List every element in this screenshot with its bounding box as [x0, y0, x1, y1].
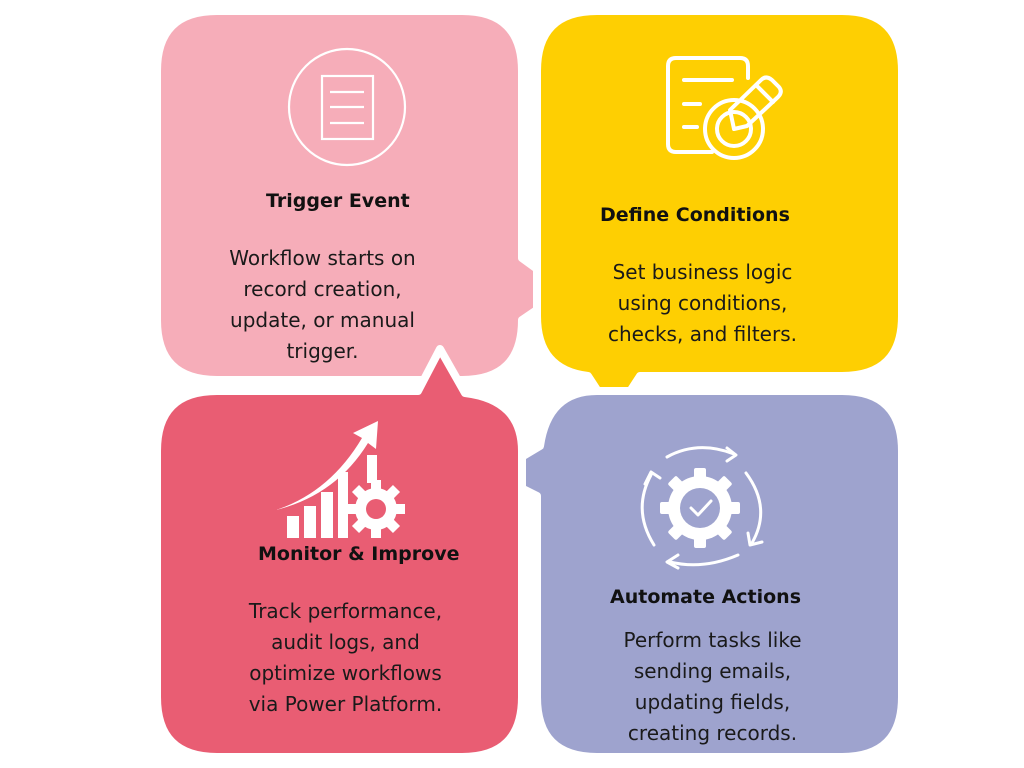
description-line: checks, and filters.: [608, 322, 797, 346]
description-line: using conditions,: [617, 291, 788, 315]
description-line: audit logs, and: [271, 630, 420, 654]
card-title-automate-actions: Automate Actions: [610, 586, 802, 608]
description-line: updating fields,: [634, 690, 791, 714]
card-define-conditions-bubble: [533, 7, 906, 420]
description-line: Track performance,: [248, 599, 443, 623]
card-title-monitor-improve: Monitor & Improve: [258, 543, 460, 565]
description-line: update, or manual: [230, 308, 415, 332]
card-description-define-conditions: Set business logic using conditions, che…: [580, 257, 825, 350]
description-line: Set business logic: [612, 260, 793, 284]
document-icon: [287, 47, 407, 167]
description-line: sending emails,: [633, 659, 792, 683]
card-monitor-improve-bubble: [153, 345, 526, 761]
description-line: optimize workflows: [249, 661, 442, 685]
card-description-monitor-improve: Track performance, audit logs, and optim…: [218, 596, 473, 720]
card-title-trigger-event: Trigger Event: [266, 190, 410, 212]
card-description-automate-actions: Perform tasks like sending emails, updat…: [590, 625, 835, 749]
document-edit-target-icon: [666, 56, 783, 160]
card-title-define-conditions: Define Conditions: [600, 204, 790, 226]
description-line: via Power Platform.: [248, 692, 443, 716]
card-automate-actions-bubble: [489, 387, 906, 761]
card-description-trigger-event: Workflow starts on record creation, upda…: [200, 243, 445, 367]
growth-chart-gear-icon: [276, 421, 405, 538]
description-line: record creation,: [243, 277, 402, 301]
description-line: creating records.: [627, 721, 798, 745]
gear-check-cycle-icon: [640, 446, 764, 570]
description-line: Workflow starts on: [229, 246, 416, 270]
description-line: Perform tasks like: [623, 628, 802, 652]
description-line: trigger.: [286, 339, 359, 363]
